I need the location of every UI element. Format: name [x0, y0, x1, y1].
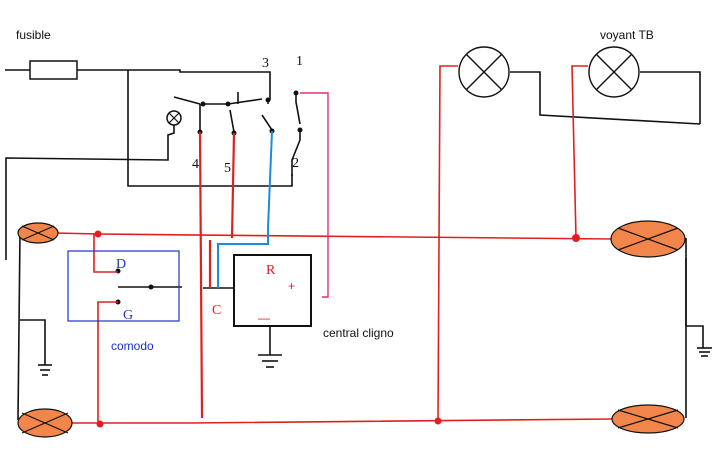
bulb-left-icon	[458, 46, 510, 98]
red-wires	[55, 65, 613, 424]
red-junctions	[94, 230, 580, 428]
blue-wire	[217, 130, 273, 288]
term-g-label: G	[123, 308, 133, 323]
turn-signal-lamps	[17, 220, 686, 438]
term-c-label: C	[212, 303, 221, 318]
minus-label: —	[258, 311, 270, 325]
comodo-box	[67, 250, 180, 322]
comodo-label: comodo	[111, 339, 154, 353]
pin-5-label: 5	[224, 161, 231, 176]
lamp-rear-left-icon	[17, 408, 73, 438]
pin-1-label: 1	[296, 54, 303, 69]
plus-label: +	[288, 279, 295, 293]
lamp-front-left-icon	[17, 222, 59, 244]
switch-indicator-lamp-icon	[166, 110, 182, 126]
bulb-voyant-icon	[588, 46, 640, 98]
pin-2-label: 2	[292, 156, 299, 171]
black-wires	[5, 69, 712, 421]
term-r-label: R	[266, 263, 276, 278]
fuse	[29, 60, 78, 80]
lamp-front-right-icon	[610, 220, 686, 258]
lamp-rear-right-icon	[611, 404, 685, 434]
dashboard-bulbs	[458, 46, 640, 98]
pink-wire	[300, 92, 329, 298]
voyant-label: voyant TB	[600, 28, 654, 42]
term-d-label: D	[116, 257, 126, 272]
fusible-label: fusible	[16, 28, 51, 42]
pin-4-label: 4	[192, 157, 199, 172]
pin-3-label: 3	[262, 56, 269, 71]
central-cligno-label: central cligno	[323, 326, 394, 340]
